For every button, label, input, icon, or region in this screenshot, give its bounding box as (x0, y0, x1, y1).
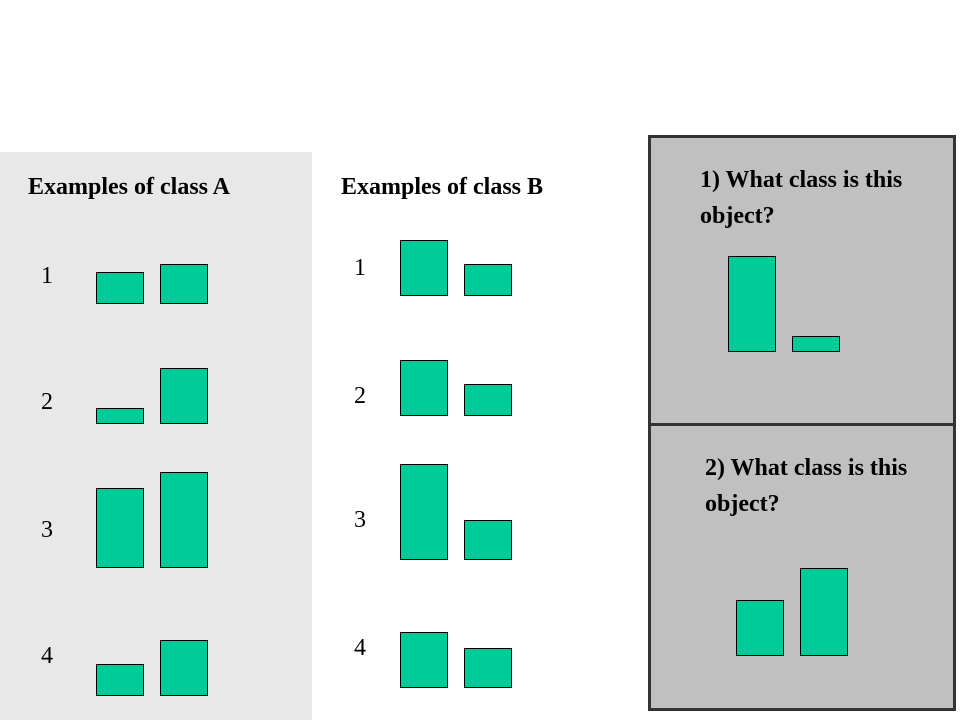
question-2-panel (648, 423, 956, 711)
class-a-example-1-number: 1 (41, 263, 53, 289)
class-b-example-1-bar-2 (464, 264, 512, 296)
question-1-bar-1 (728, 256, 776, 352)
class-a-example-3-number: 3 (41, 517, 53, 543)
class-b-example-3-bar-2 (464, 520, 512, 560)
class-b-example-2-bar-1 (400, 360, 448, 416)
class-b-example-3-number: 3 (354, 507, 366, 533)
class-b-example-3-bar-1 (400, 464, 448, 560)
class-b-example-4-bar-2 (464, 648, 512, 688)
class-a-example-2-bar-2 (160, 368, 208, 424)
question-2-text: 2) What class is this object? (705, 455, 908, 517)
class-a-example-4-number: 4 (41, 643, 53, 669)
class-b-example-4-number: 4 (354, 635, 366, 661)
class-a-example-4-bar-1 (96, 664, 144, 696)
class-a-panel (0, 152, 312, 720)
class-b-example-1-bar-1 (400, 240, 448, 296)
class-a-example-2-number: 2 (41, 389, 53, 415)
class-a-heading: Examples of class A (28, 174, 231, 200)
class-a-example-1-bar-2 (160, 264, 208, 304)
class-b-example-2-number: 2 (354, 383, 366, 409)
question-2-bar-1 (736, 600, 784, 656)
class-b-example-1-number: 1 (354, 255, 366, 281)
question-2-bar-2 (800, 568, 848, 656)
class-b-heading: Examples of class B (341, 174, 544, 200)
class-a-example-1-bar-1 (96, 272, 144, 304)
question-1-panel (648, 135, 956, 427)
class-a-example-2-bar-1 (96, 408, 144, 424)
question-1-text: 1) What class is this object? (700, 167, 903, 229)
class-b-example-4-bar-1 (400, 632, 448, 688)
class-a-example-3-bar-1 (96, 488, 144, 568)
class-a-example-4-bar-2 (160, 640, 208, 696)
class-b-example-2-bar-2 (464, 384, 512, 416)
class-a-example-3-bar-2 (160, 472, 208, 568)
question-1-bar-2 (792, 336, 840, 352)
